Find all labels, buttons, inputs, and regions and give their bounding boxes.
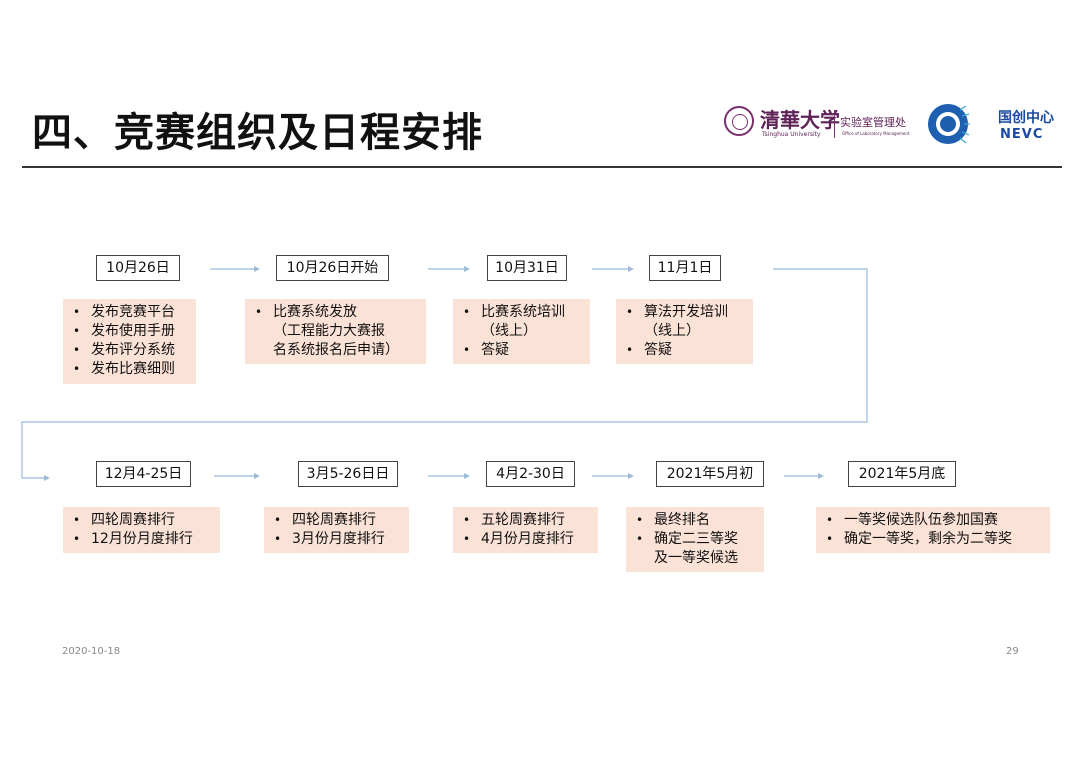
- milestone-tasks: 发布竞赛平台 发布使用手册 发布评分系统 发布比赛细则: [63, 299, 196, 384]
- milestone-tasks: 算法开发培训 （线上） 答疑: [616, 299, 753, 364]
- nevc-logo-icon: [928, 104, 970, 144]
- logo-area: 清華大学 Tsinghua University 实验室管理处 Office o…: [722, 100, 1062, 150]
- tsinghua-seal-icon: [724, 106, 754, 136]
- milestone-date: 3月5-26日日: [298, 461, 398, 487]
- task-item: 4月份月度排行: [459, 530, 592, 549]
- university-logo-text: 清華大学: [760, 108, 840, 132]
- milestone-date: 2021年5月底: [848, 461, 956, 487]
- task-item: 12月份月度排行: [69, 530, 214, 549]
- task-item: 3月份月度排行: [270, 530, 403, 549]
- nevc-subtext: NEVC: [1000, 127, 1044, 142]
- task-item: 比赛系统培训: [459, 303, 584, 322]
- task-item: 四轮周赛排行: [270, 511, 403, 530]
- milestone-date: 2021年5月初: [656, 461, 764, 487]
- task-note: （工程能力大赛报: [273, 323, 385, 339]
- milestone-date: 11月1日: [649, 255, 721, 281]
- logo-divider: [834, 110, 835, 138]
- title-rule: [22, 166, 1062, 168]
- arrow-right-icon: [214, 473, 260, 479]
- milestone-date: 4月2-30日: [486, 461, 575, 487]
- arrow-right-icon: [592, 266, 634, 272]
- footer-date: 2020-10-18: [62, 646, 121, 657]
- task-item: 答疑: [622, 341, 747, 360]
- milestone-date: 10月26日: [96, 255, 180, 281]
- slide-title: 四、竞赛组织及日程安排: [32, 110, 483, 156]
- arrow-right-icon: [428, 266, 470, 272]
- milestone-tasks: 比赛系统发放 （工程能力大赛报 名系统报名后申请）: [245, 299, 426, 364]
- task-item: 比赛系统发放: [251, 303, 420, 322]
- milestone-tasks: 四轮周赛排行 3月份月度排行: [264, 507, 409, 553]
- task-item: 发布使用手册: [69, 322, 190, 341]
- task-item: 五轮周赛排行: [459, 511, 592, 530]
- milestone-tasks: 比赛系统培训 （线上） 答疑: [453, 299, 590, 364]
- office-name: 实验室管理处: [840, 116, 906, 129]
- nevc-name: 国创中心: [998, 110, 1054, 126]
- milestone-date: 10月26日开始: [276, 255, 389, 281]
- milestone-tasks: 五轮周赛排行 4月份月度排行: [453, 507, 598, 553]
- arrow-right-icon: [784, 473, 824, 479]
- task-note: 及一等奖候选: [654, 550, 738, 566]
- arrow-right-icon: [592, 473, 634, 479]
- task-item: 一等奖候选队伍参加国赛: [822, 511, 1044, 530]
- task-item: 确定二三等奖: [632, 530, 758, 549]
- task-item: 答疑: [459, 341, 584, 360]
- task-item: 最终排名: [632, 511, 758, 530]
- milestone-tasks: 一等奖候选队伍参加国赛 确定一等奖，剩余为二等奖: [816, 507, 1050, 553]
- task-item: 算法开发培训: [622, 303, 747, 322]
- milestone-date: 12月4-25日: [96, 461, 191, 487]
- task-item: 发布比赛细则: [69, 360, 190, 379]
- milestone-tasks: 最终排名 确定二三等奖 及一等奖候选: [626, 507, 764, 572]
- task-item: 四轮周赛排行: [69, 511, 214, 530]
- milestone-tasks: 四轮周赛排行 12月份月度排行: [63, 507, 220, 553]
- office-subtext: Office of Laboratory Management: [842, 131, 910, 136]
- page-number: 29: [1006, 646, 1019, 657]
- milestone-date: 10月31日: [487, 255, 567, 281]
- task-note: 名系统报名后申请）: [273, 342, 399, 358]
- arrow-right-icon: [428, 473, 470, 479]
- task-note: （线上）: [481, 323, 537, 339]
- arrow-right-icon: [210, 266, 260, 272]
- task-note: （线上）: [644, 323, 700, 339]
- university-logo-subtext: Tsinghua University: [762, 131, 821, 138]
- task-item: 发布评分系统: [69, 341, 190, 360]
- task-item: 确定一等奖，剩余为二等奖: [822, 530, 1044, 549]
- task-item: 发布竞赛平台: [69, 303, 190, 322]
